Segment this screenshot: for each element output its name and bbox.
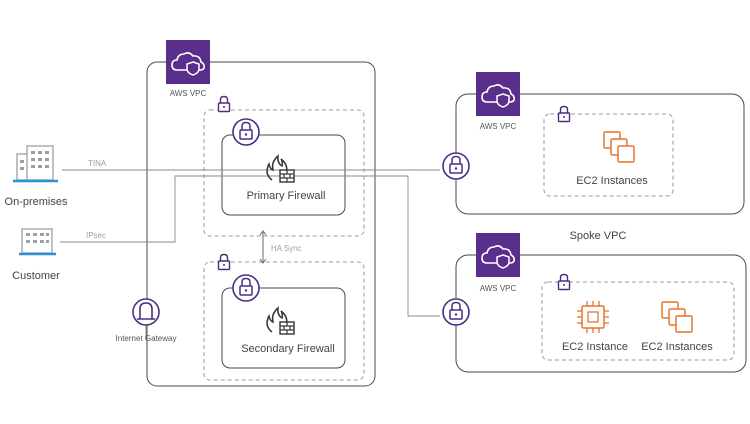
ec2-instances-2-icon xyxy=(661,301,693,333)
internet-gateway-icon xyxy=(132,298,160,326)
spoke-vpc-1-icon xyxy=(475,71,521,117)
spoke-2-subnet-lock-icon xyxy=(557,273,571,291)
spoke-vpc-2-subnet xyxy=(541,281,735,361)
hub-vpc-box xyxy=(146,61,376,387)
ha-sync-arrow xyxy=(259,230,267,264)
hub-vpc-label: AWS VPC xyxy=(170,89,207,98)
primary-subnet-lock-icon xyxy=(217,95,231,113)
ec2-instances-2-label: EC2 Instances xyxy=(641,341,713,353)
ec2-instances-1-icon xyxy=(603,131,635,163)
internet-gateway-label: Internet Gateway xyxy=(116,334,177,343)
on-premises-label: On-premises xyxy=(5,196,68,208)
on-premises-building-icon xyxy=(13,145,58,183)
ha-sync-label: HA Sync xyxy=(271,244,302,253)
spoke-vpc-1-subnet xyxy=(543,113,674,197)
spoke-1-gateway-lock-icon xyxy=(442,152,470,180)
ipsec-label: IPsec xyxy=(86,231,106,240)
customer-building-icon xyxy=(19,228,56,256)
secondary-firewall-lock-icon xyxy=(232,274,260,302)
ec2-instance-label: EC2 Instance xyxy=(562,341,628,353)
customer-label: Customer xyxy=(12,270,60,282)
tina-label: TINA xyxy=(88,159,107,168)
spoke-1-subnet-lock-icon xyxy=(557,105,571,123)
primary-firewall-label: Primary Firewall xyxy=(247,190,326,202)
secondary-subnet-box xyxy=(203,261,365,381)
ec2-instances-1-label: EC2 Instances xyxy=(576,175,648,187)
ec2-chip-icon xyxy=(576,300,610,334)
primary-subnet-box xyxy=(203,109,365,237)
spoke-2-gateway-lock-icon xyxy=(442,298,470,326)
hub-vpc-icon xyxy=(165,39,211,85)
spoke-vpc-2-icon xyxy=(475,232,521,278)
spoke-vpc-1-label: AWS VPC xyxy=(480,122,517,131)
primary-firewall-lock-icon xyxy=(232,118,260,146)
secondary-firewall-label: Secondary Firewall xyxy=(241,343,335,355)
secondary-subnet-lock-icon xyxy=(217,253,231,271)
spoke-vpc-2-label: AWS VPC xyxy=(480,284,517,293)
spoke-vpc-caption: Spoke VPC xyxy=(570,230,627,242)
